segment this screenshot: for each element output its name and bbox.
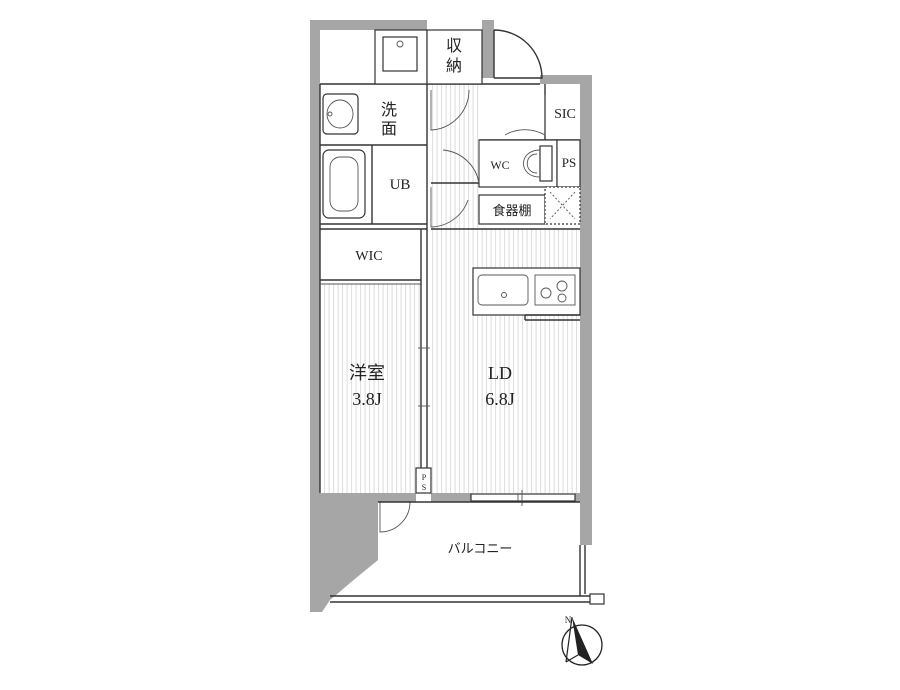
label-senmen-2: 面 <box>381 119 397 138</box>
kitchen-sink <box>477 274 529 306</box>
compass-label: N <box>565 615 572 625</box>
label-shuno-2: 納 <box>446 56 462 75</box>
label-wic: WIC <box>355 249 382 264</box>
label-ps-bottom-2: S <box>422 483 426 492</box>
label-yoshitsu-size: 3.8J <box>352 389 382 409</box>
label-yoshitsu-name: 洋室 <box>349 363 385 384</box>
label-ps-bottom-1: P <box>422 473 427 482</box>
balcony <box>330 501 605 605</box>
toilet <box>523 145 553 182</box>
label-ps-top: PS <box>562 155 576 170</box>
bathtub <box>322 149 366 219</box>
label-ub: UB <box>390 177 411 193</box>
room-labels: 収 納 洗 面 SIC WC PS UB 食器棚 WIC 洋室 3.8J LD … <box>349 36 576 557</box>
label-senmen-1: 洗 <box>381 100 397 119</box>
label-shuno-1: 収 <box>446 36 462 55</box>
doors <box>379 29 576 533</box>
shower-fixture <box>382 36 418 72</box>
stove <box>534 274 576 306</box>
label-ld-size: 6.8J <box>485 389 515 409</box>
label-balcony: バルコニー <box>448 542 513 557</box>
north-arrow-icon: N <box>561 615 603 666</box>
fixtures <box>322 36 576 306</box>
balcony-door <box>379 501 411 533</box>
entrance-door <box>493 29 543 79</box>
exterior-walls <box>310 20 592 612</box>
label-wc: WC <box>490 158 509 172</box>
label-ld-name: LD <box>488 363 512 383</box>
label-shokkidana: 食器棚 <box>492 203 531 219</box>
yoshitsu-floor <box>321 284 421 493</box>
label-sic: SIC <box>554 107 576 122</box>
hallway-floor <box>431 84 479 229</box>
